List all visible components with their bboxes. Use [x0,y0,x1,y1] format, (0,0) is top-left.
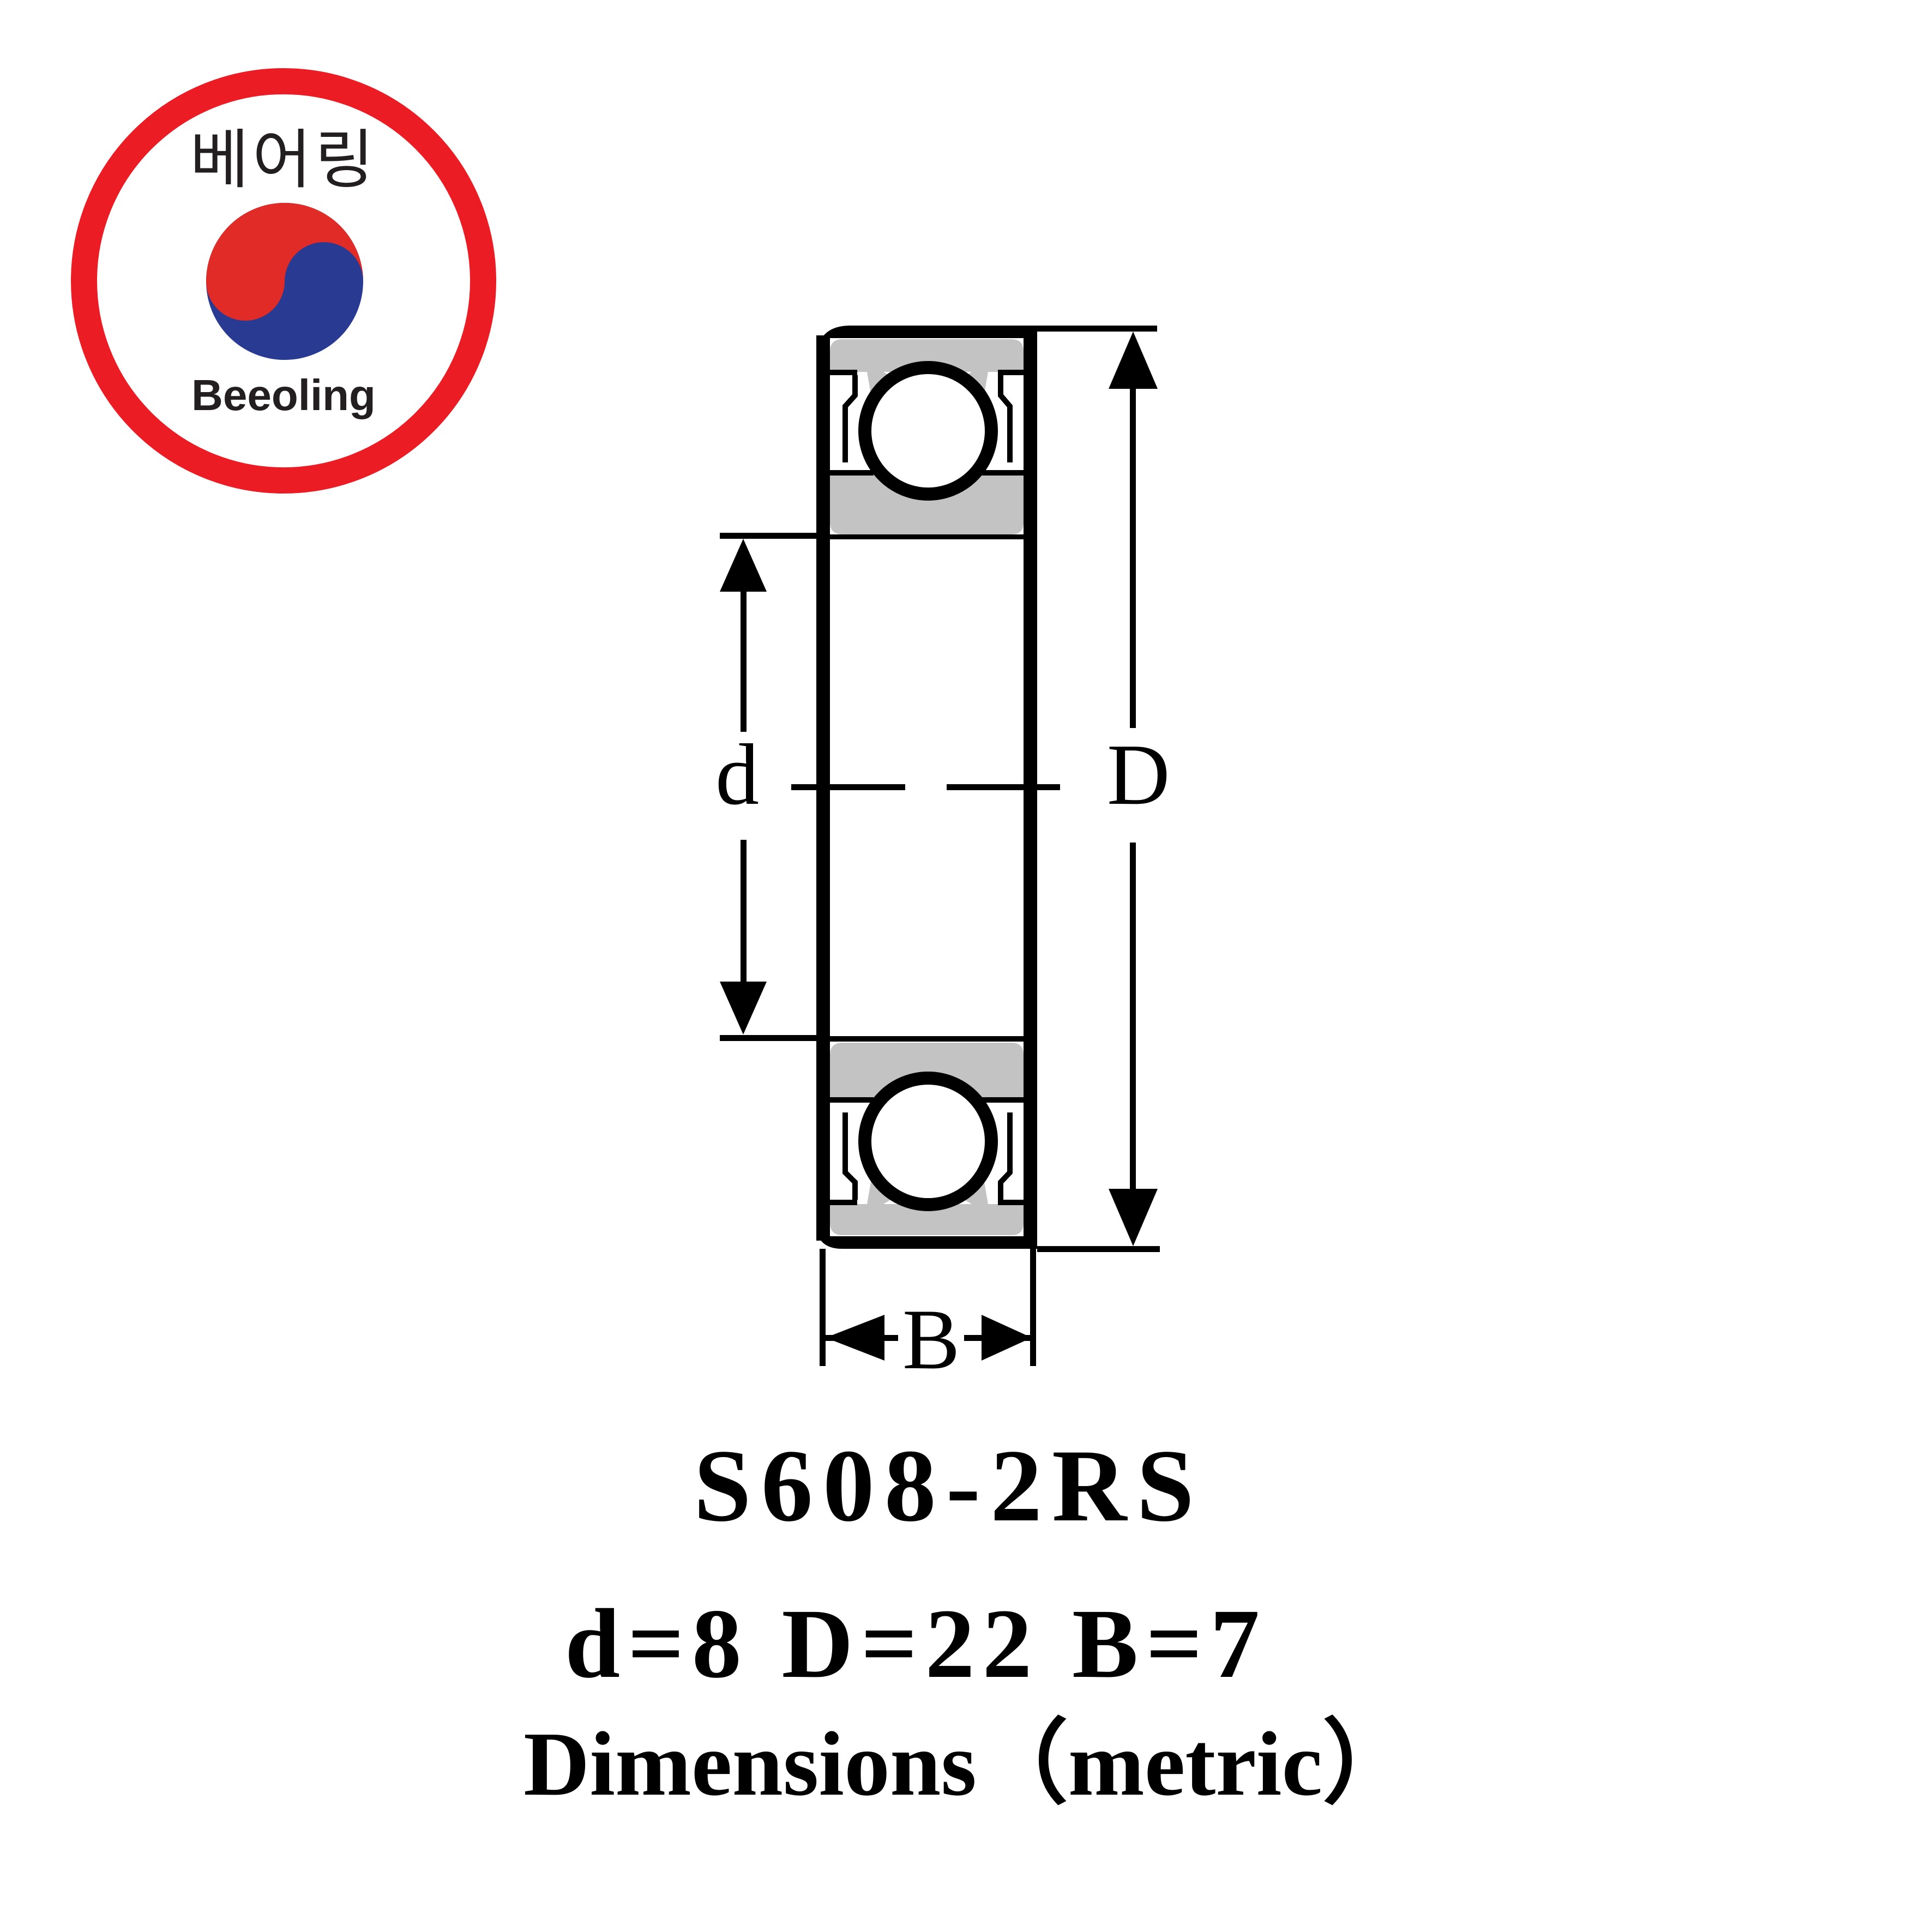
taeguk-icon [206,203,363,360]
logo-korean-text: 베어링 [190,122,377,197]
arrow-left-icon [826,1315,884,1361]
arrow-up-icon [720,539,767,592]
arrow-down-icon [1109,1189,1158,1246]
logo-brand-name: Beeoling [191,371,376,419]
arrow-right-icon [982,1315,1032,1361]
logo-ring [71,68,496,494]
width-dimension [820,1249,1036,1366]
label-width: B [902,1292,960,1387]
top-ball [858,361,998,501]
arrow-up-icon [1109,332,1158,389]
arrow-down-icon [720,982,767,1034]
bottom-ball-section [830,1036,1024,1235]
part-number: S608-2RS [694,1429,1204,1543]
label-outer-diameter: D [1107,726,1170,823]
outer-diameter-dimension [1037,326,1160,1252]
center-line [791,784,1060,790]
dimensions-values: d=8 D=22 B=7 [564,1589,1268,1699]
dimensions-caption: Dimensions（metric） [523,1713,1415,1815]
bottom-ball [858,1072,998,1211]
label-inner-diameter: d [715,726,759,823]
inner-diameter-dimension [720,533,818,1041]
top-ball-section [830,339,1024,539]
